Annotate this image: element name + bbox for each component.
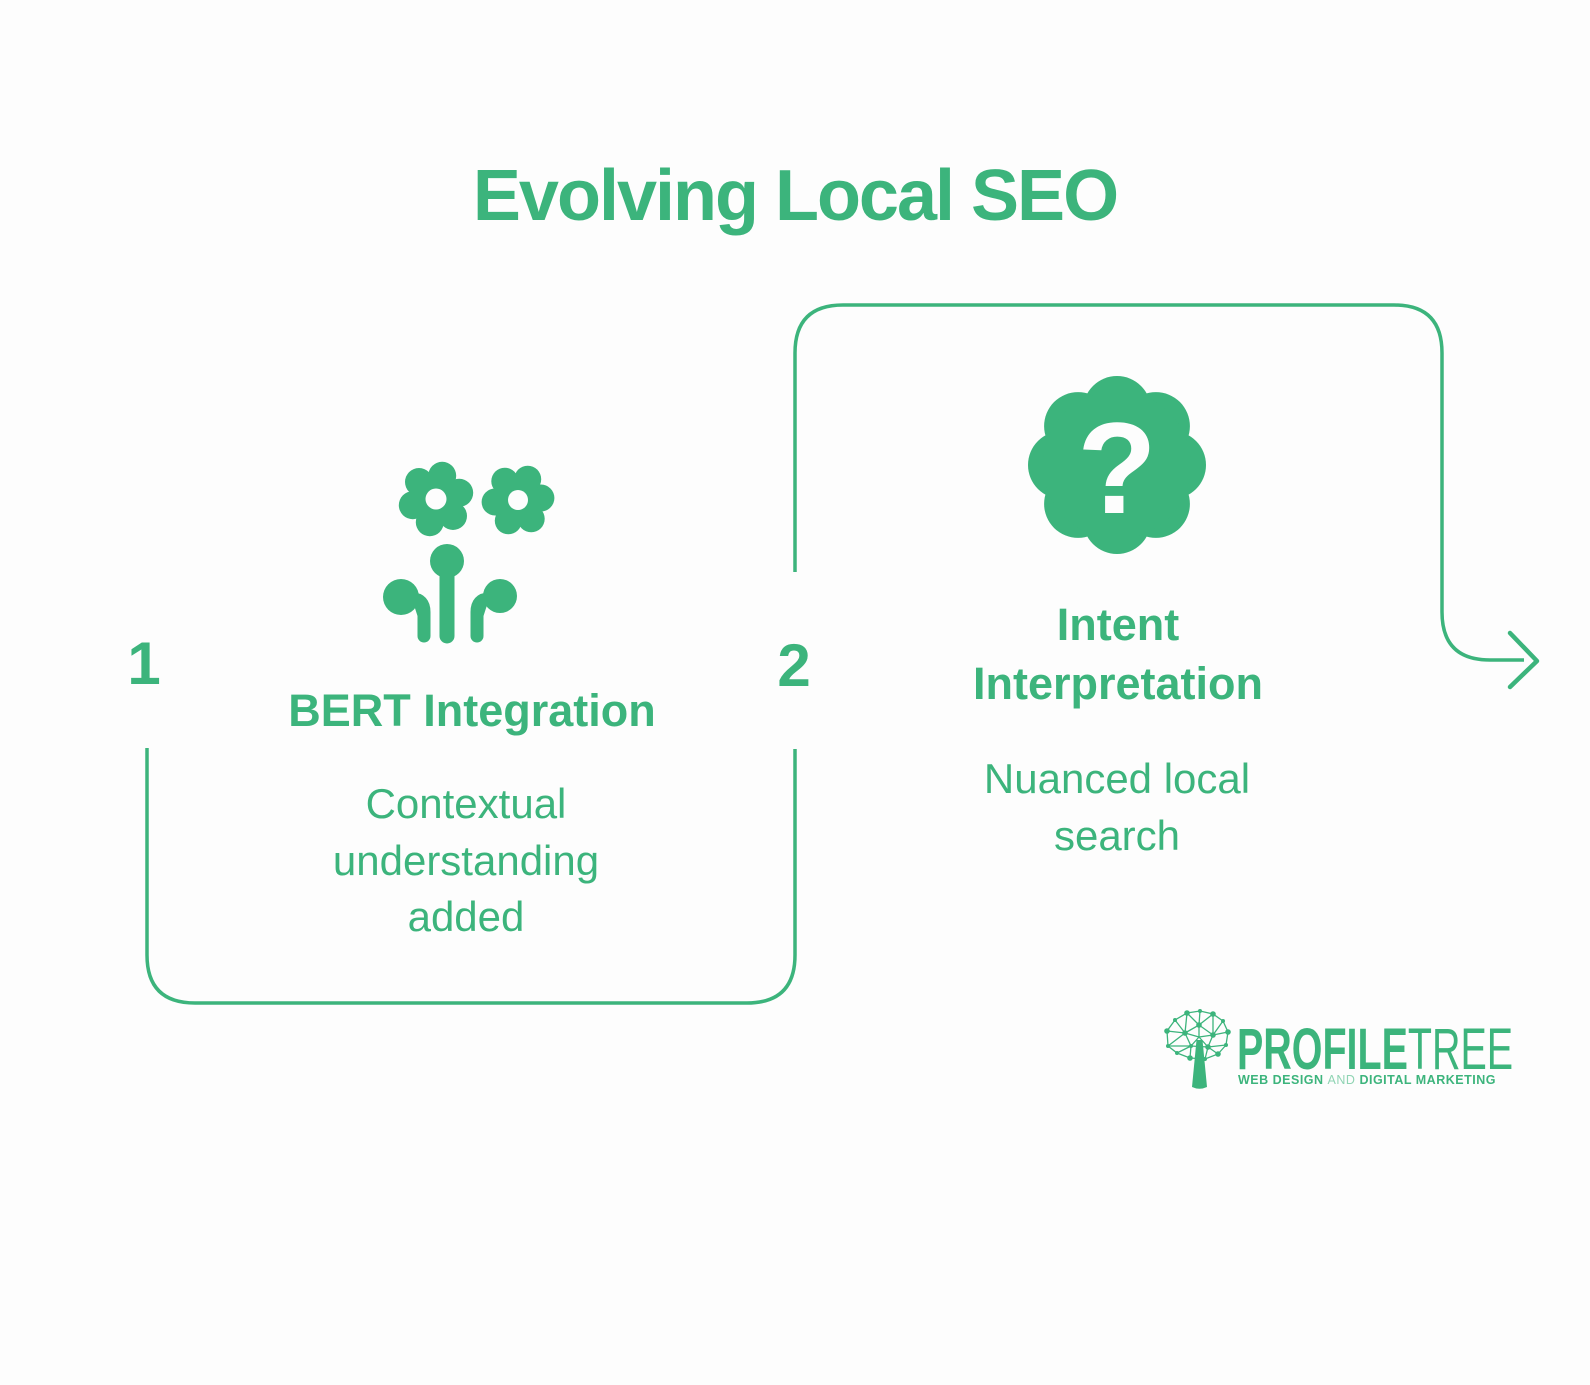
question-mark-glyph: ? [1077, 395, 1156, 541]
step2-number: 2 [777, 632, 811, 699]
logo-profile-text: PROFILE [1237, 1017, 1408, 1082]
logo-tree-text: TREE [1407, 1017, 1514, 1082]
flow-arrowhead-icon [1507, 630, 1540, 690]
step2-title: Intent Interpretation [972, 599, 1264, 709]
network-tree-icon [1164, 1009, 1231, 1089]
step1-connector-line [145, 748, 797, 1005]
page-title: Evolving Local SEO [472, 156, 1119, 236]
flowers-growth-icon [383, 461, 555, 644]
step2-connector-line [793, 303, 1524, 662]
step2-description: Nuanced local search [983, 755, 1251, 859]
step1-number: 1 [127, 630, 161, 697]
step1-title: BERT Integration [288, 685, 656, 736]
logo-tagline: WEB DESIGN AND DIGITAL MARKETING [1238, 1073, 1496, 1087]
question-mark-badge-icon: ? [1028, 376, 1206, 554]
step1-description: Contextual understanding added [332, 780, 600, 941]
tagline-digital-marketing: DIGITAL MARKETING [1359, 1073, 1496, 1087]
tagline-web-design: WEB DESIGN [1238, 1073, 1324, 1087]
logo-wordmark: PROFILETREE [1237, 1021, 1513, 1079]
tagline-and: AND [1327, 1073, 1356, 1087]
